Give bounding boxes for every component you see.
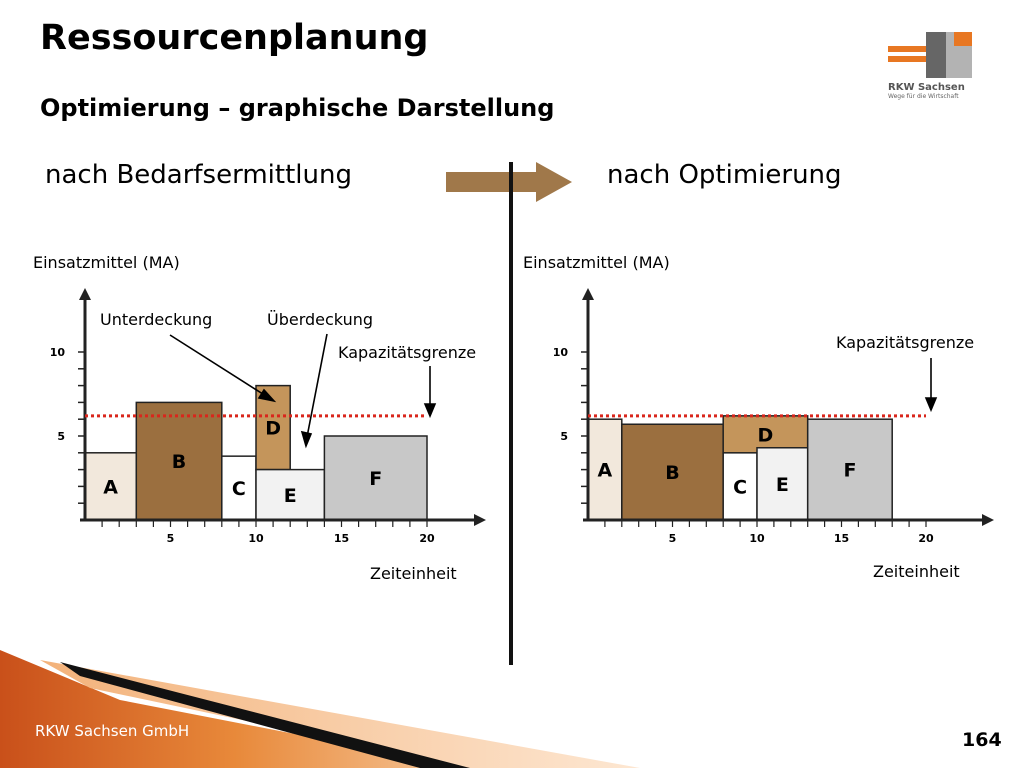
annotation-ueberdeckung: Überdeckung	[267, 310, 373, 329]
block-f: F	[323, 435, 428, 521]
x-tick-label: 15	[834, 532, 849, 545]
x-axis-arrow-icon	[474, 514, 486, 526]
y-axis-arrow-icon	[79, 288, 91, 300]
divider-line	[509, 162, 513, 665]
block-b: B	[621, 423, 724, 521]
y-tick-label: 10	[50, 346, 66, 359]
block-a: A	[84, 452, 138, 521]
x-axis-label: Zeiteinheit	[370, 564, 457, 583]
right-heading: nach Optimierung	[607, 160, 842, 190]
chart-after: Einsatzmittel (MA) Zeiteinheit A B C D E F 5 1…	[523, 253, 994, 581]
block-label: F	[369, 468, 382, 490]
y-axis-arrow-icon	[582, 288, 594, 300]
x-tick-label: 10	[749, 532, 765, 545]
block-a: A	[587, 418, 623, 521]
y-axis-label: Einsatzmittel (MA)	[523, 253, 670, 272]
x-tick-label: 15	[334, 532, 349, 545]
block-label: B	[172, 451, 186, 473]
block-b: B	[135, 401, 223, 521]
x-axis-label: Zeiteinheit	[873, 562, 960, 581]
y-tick-label: 5	[57, 430, 65, 443]
block-e: E	[255, 468, 326, 521]
annotation-kapazitaetsgrenze: Kapazitätsgrenze	[338, 343, 476, 362]
annotation-arrows	[169, 333, 437, 449]
chart-before: Einsatzmittel (MA) Zeiteinheit A B C D E F 5 1…	[33, 253, 486, 583]
annotation-arrows	[924, 358, 938, 413]
block-c: C	[722, 452, 758, 521]
y-axis-label: Einsatzmittel (MA)	[33, 253, 180, 272]
x-tick-label: 20	[419, 532, 435, 545]
footer-company: RKW Sachsen GmbH	[35, 722, 190, 740]
block-label: F	[843, 460, 856, 482]
block-label: C	[733, 476, 747, 498]
x-tick-label: 5	[669, 532, 677, 545]
rkw-logo	[888, 32, 972, 78]
x-axis-arrow-icon	[982, 514, 994, 526]
block-label: D	[758, 424, 774, 446]
block-d: D	[722, 415, 809, 454]
logo-name: RKW Sachsen	[888, 82, 965, 93]
block-label: A	[103, 476, 118, 498]
annotation-kapazitaetsgrenze: Kapazitätsgrenze	[836, 333, 974, 352]
block-label: B	[665, 462, 679, 484]
block-label: A	[598, 460, 613, 482]
y-tick-label: 10	[553, 346, 569, 359]
left-heading: nach Bedarfsermittlung	[45, 160, 352, 190]
annotation-unterdeckung: Unterdeckung	[100, 310, 212, 329]
page-subtitle: Optimierung – graphische Darstellung	[40, 94, 555, 122]
block-f: F	[806, 418, 893, 521]
block-label: E	[284, 485, 297, 507]
block-c: C	[221, 455, 257, 521]
x-tick-label: 20	[918, 532, 934, 545]
block-label: E	[776, 474, 789, 496]
y-tick-label: 5	[560, 430, 568, 443]
block-label: D	[265, 418, 281, 440]
page-title: Ressourcenplanung	[40, 18, 429, 58]
block-label: C	[232, 478, 246, 500]
block-e: E	[756, 447, 809, 521]
x-tick-label: 10	[248, 532, 264, 545]
logo-tagline: Wege für die Wirtschaft	[888, 93, 959, 100]
x-tick-label: 5	[167, 532, 175, 545]
page-number: 164	[962, 729, 1002, 751]
